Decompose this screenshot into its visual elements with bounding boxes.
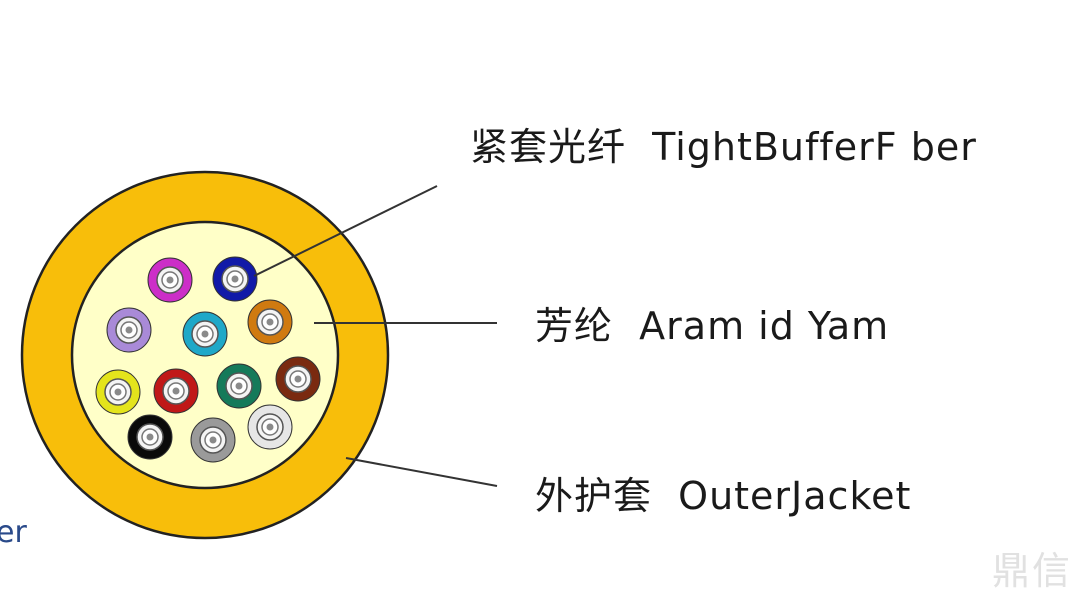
fiber-yellow-icon [95, 369, 141, 415]
fiber-slate-icon [190, 417, 236, 463]
tight-buffer-fibers [95, 256, 321, 463]
fiber-magenta-icon [147, 257, 193, 303]
fiber-aqua-icon [182, 311, 228, 357]
fiber-orange-icon [247, 299, 293, 345]
fiber-blue-icon [212, 256, 258, 302]
outer-jacket-label: 外护套 OuterJacket [535, 474, 912, 518]
fiber-violet-icon [106, 307, 152, 353]
tight-buffer-fiber-label: 紧套光纤 TightBufferF ber [470, 125, 977, 169]
tight-buffer-leader-line [253, 185, 438, 277]
aramid-yarn-label: 芳纶 Aram id Yam [535, 304, 890, 348]
fiber-white-icon [247, 404, 293, 450]
cropped-edge-text: er [0, 515, 27, 550]
outer-jacket-leader-line [345, 457, 498, 487]
fiber-brown-icon [275, 356, 321, 402]
fiber-red-icon [153, 368, 199, 414]
fiber-black-icon [127, 414, 173, 460]
fiber-green-icon [216, 363, 262, 409]
watermark-logo: 鼎信 [991, 549, 1072, 593]
